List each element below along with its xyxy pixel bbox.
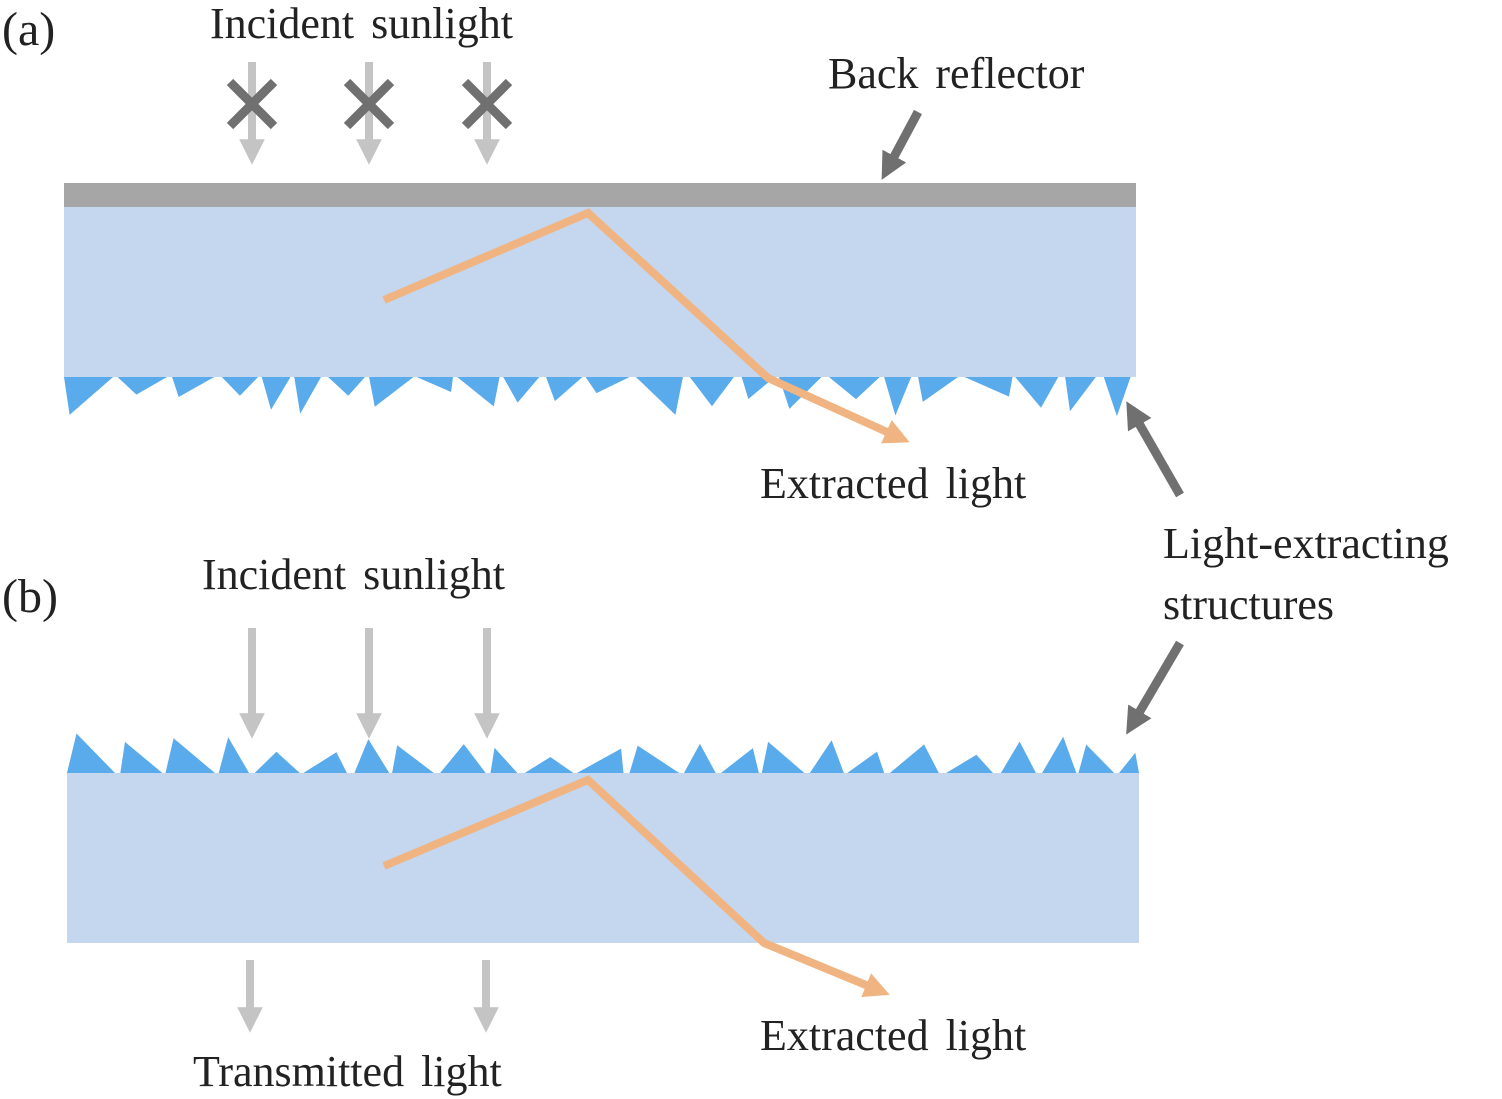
light-extracting-structure <box>741 377 775 399</box>
back-reflector-pointer-arrow <box>881 109 922 180</box>
extracted-light-ray-a <box>382 208 910 444</box>
transmitted-light-arrows <box>237 960 499 1033</box>
x-mark-icon <box>461 78 513 130</box>
light-extracting-structure <box>369 377 414 407</box>
light-extracting-structure <box>117 377 168 395</box>
light-extracting-structure <box>457 377 500 407</box>
structures-pointer-arrow-a <box>1126 401 1184 498</box>
panel-a-label: (a) <box>2 3 56 56</box>
light-extracting-structure <box>261 377 291 410</box>
incident-sunlight-arrows-b <box>239 628 500 739</box>
light-extracting-structure <box>490 747 518 773</box>
light-extracting-structures-b <box>67 733 1139 773</box>
light-extracting-structure <box>120 741 163 773</box>
light-extracting-structure <box>847 751 885 773</box>
structures-label-line1: Light-extracting <box>1163 519 1449 568</box>
incident-sunlight-label-b: Incident sunlight <box>202 550 505 599</box>
extracted-light-ray-b <box>382 775 890 997</box>
extracted-light-label-a: Extracted light <box>760 459 1027 508</box>
light-extracting-structure <box>1015 377 1059 408</box>
blocked-x-icons <box>226 78 513 130</box>
light-extracting-structure <box>828 377 880 400</box>
x-mark-icon <box>343 78 395 130</box>
light-extracting-structure <box>720 748 759 773</box>
back-reflector <box>64 183 1136 207</box>
extracted-light-label-b: Extracted light <box>760 1011 1027 1060</box>
light-extracting-structure <box>576 748 624 773</box>
light-extracting-structures-a <box>64 377 1131 417</box>
light-extracting-structure <box>635 377 683 415</box>
light-extracting-structure <box>354 739 390 773</box>
light-extracting-structure <box>946 754 993 773</box>
back-reflector-label: Back reflector <box>828 49 1085 98</box>
light-extracting-structure <box>546 377 583 402</box>
light-extracting-structure <box>629 745 680 773</box>
light-extracting-structure <box>964 377 1013 397</box>
light-extracting-structure <box>218 737 250 773</box>
light-extracting-structure <box>524 757 574 773</box>
light-extracting-structure <box>328 377 365 396</box>
light-extracting-structure <box>761 741 805 773</box>
light-extracting-structure <box>416 377 453 392</box>
light-extracting-structure <box>585 377 630 394</box>
light-extracting-structure <box>683 743 716 773</box>
light-extracting-structure <box>1000 741 1036 773</box>
waveguide-slab-b <box>67 773 1139 943</box>
light-extracting-structure <box>294 377 322 414</box>
light-extracting-structure <box>303 752 347 773</box>
transmitted-light-label: Transmitted light <box>193 1047 502 1096</box>
light-extracting-structure <box>67 733 115 773</box>
incident-sunlight-label-a: Incident sunlight <box>210 0 513 48</box>
panel-b <box>67 628 1139 1033</box>
structures-label-line2: structures <box>1163 580 1335 629</box>
light-extracting-structure <box>1103 377 1131 417</box>
light-extracting-structure <box>689 377 734 407</box>
waveguide-slab-a <box>64 207 1136 377</box>
light-extracting-structure <box>884 377 912 416</box>
light-extracting-structure <box>254 751 300 773</box>
light-extracting-structure <box>918 377 959 402</box>
panel-b-label: (b) <box>2 570 58 623</box>
light-extracting-structure <box>809 740 844 773</box>
light-extracting-structure <box>503 377 540 403</box>
light-extracting-structure <box>1042 736 1077 773</box>
x-mark-icon <box>226 78 278 130</box>
light-extracting-structure <box>1065 377 1096 412</box>
light-extracting-structure <box>889 744 939 773</box>
light-extracting-structure <box>172 377 215 397</box>
light-extracting-structure <box>1078 744 1115 773</box>
light-extracting-structure <box>392 745 434 773</box>
light-extracting-structure <box>165 738 215 773</box>
light-extracting-structure <box>221 377 259 396</box>
light-extracting-structure <box>64 377 114 415</box>
panel-a <box>64 62 1136 444</box>
light-extracting-structure <box>1119 752 1139 773</box>
light-extracting-structure <box>440 744 486 773</box>
structures-pointer-arrow-b <box>1126 640 1184 735</box>
